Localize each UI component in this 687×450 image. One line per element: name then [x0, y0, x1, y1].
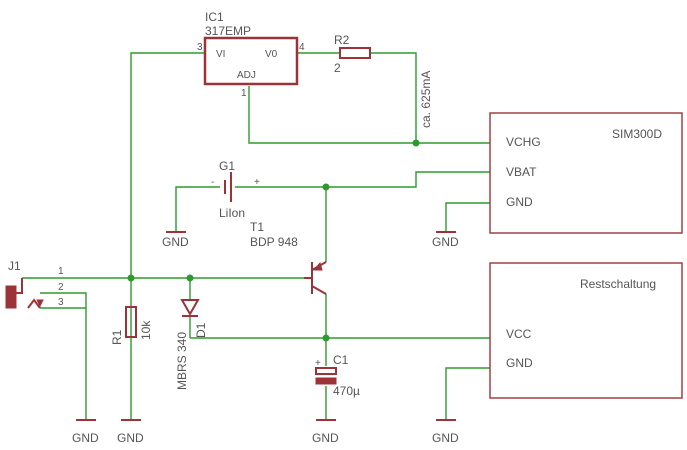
r2-resistor: R2 2 ca. 625mA: [334, 33, 433, 128]
c1-ref: C1: [333, 353, 349, 367]
j1-arrow: [36, 299, 44, 308]
ic1-value: 317EMP: [205, 24, 251, 38]
wire-j1-pin2: [40, 292, 87, 420]
junction-dot: [186, 274, 194, 282]
gnd-g1: GND: [162, 231, 189, 249]
g1-plus: +: [254, 177, 260, 188]
d1-diode: MBRS 340 D1: [175, 299, 208, 390]
r1-body: [125, 306, 137, 338]
sim300d-pin-vchg: VCHG: [506, 135, 541, 149]
c1-plate-neg: [315, 377, 337, 385]
wire-vin-rail: [130, 52, 205, 420]
ground-symbols: GND GND GND GND GND GND: [72, 231, 459, 445]
r1-ref: R1: [110, 329, 124, 345]
r1-resistor: R1 10k: [110, 306, 153, 345]
restschaltung-module: Restschaltung VCC GND: [489, 262, 683, 399]
c1-plus: +: [315, 358, 321, 369]
gnd-g1-label: GND: [162, 235, 189, 249]
t1-transistor: T1 BDP 948: [250, 220, 327, 295]
gnd-c1-label: GND: [312, 431, 339, 445]
gnd-r1: GND: [117, 419, 144, 445]
g1-ref: G1: [219, 159, 235, 173]
j1-pin1-lead: [16, 278, 23, 294]
g1-battery: G1 LiIon - +: [211, 159, 260, 220]
junction-dot: [127, 274, 135, 282]
r2-ref: R2: [334, 33, 350, 47]
ic1-ref: IC1: [205, 10, 224, 24]
restschaltung-title: Restschaltung: [580, 277, 656, 291]
c1-capacitor: + C1 470µ: [315, 353, 360, 398]
wire-r2-vchg: [370, 52, 417, 143]
d1-triangle: [180, 299, 200, 317]
restschaltung-pin-vcc: VCC: [506, 327, 532, 341]
ic1-pin-num-vo: 4: [299, 42, 305, 53]
junction-dot: [322, 334, 330, 342]
gnd-sim: GND: [432, 231, 459, 249]
junctions: [127, 139, 420, 342]
wire-rest-gnd: [445, 367, 490, 420]
ic1-pin-num-adj: 1: [241, 88, 247, 99]
wire-adj-vchg: [248, 86, 490, 144]
ic1-pin-vo: V0: [265, 49, 278, 60]
wire-g1-gnd: [175, 186, 220, 232]
gnd-r1-label: GND: [117, 431, 144, 445]
gnd-sim-label: GND: [432, 235, 459, 249]
gnd-rest: GND: [432, 419, 459, 445]
sim300d-pin-gnd: GND: [506, 195, 533, 209]
ic1-pin-num-vi: 3: [197, 42, 203, 53]
r2-current-note: ca. 625mA: [419, 71, 433, 128]
ic1-body: [203, 36, 299, 86]
r2-value: 2: [334, 61, 341, 75]
j1-power-jack: J1 1 2 3: [5, 259, 64, 309]
junction-dot: [322, 183, 330, 191]
d1-value: MBRS 340: [175, 332, 189, 390]
junction-dot: [412, 139, 420, 147]
gnd-j1: GND: [72, 419, 99, 445]
r1-value: 10k: [139, 320, 153, 340]
sim300d-title: SIM300D: [612, 127, 662, 141]
c1-plate-pos: [315, 367, 337, 375]
sim300d-pin-vbat: VBAT: [506, 165, 537, 179]
t1-ref: T1: [250, 220, 264, 234]
g1-minus: -: [211, 177, 214, 188]
j1-pin3: 3: [58, 297, 64, 308]
gnd-j1-label: GND: [72, 431, 99, 445]
c1-value: 470µ: [333, 384, 360, 398]
ic1-pin-adj: ADJ: [237, 70, 256, 81]
gnd-c1: GND: [312, 419, 339, 445]
t1-collector-lead: [311, 285, 327, 295]
gnd-rest-label: GND: [432, 431, 459, 445]
t1-value: BDP 948: [250, 235, 298, 249]
j1-body: [5, 285, 17, 309]
d1-ref: D1: [194, 322, 208, 338]
wire-sim-gnd: [445, 202, 490, 232]
j1-pin2: 2: [58, 282, 64, 293]
j1-pin1: 1: [58, 266, 64, 277]
j1-switch: [27, 298, 41, 309]
restschaltung-pin-gnd: GND: [506, 356, 533, 370]
g1-value: LiIon: [219, 206, 245, 220]
ic1-regulator: IC1 317EMP VI V0 ADJ 3 4 1: [197, 10, 305, 99]
ic1-pin-vi: VI: [216, 49, 225, 60]
sim300d-box: [489, 112, 683, 234]
wire-g1-vbat: [235, 171, 490, 188]
j1-ref: J1: [8, 259, 21, 273]
r2-body: [339, 47, 371, 59]
sim300d-module: SIM300D VCHG VBAT GND: [489, 112, 683, 234]
restschaltung-box: [489, 262, 683, 399]
t1-arrow: [312, 261, 323, 271]
